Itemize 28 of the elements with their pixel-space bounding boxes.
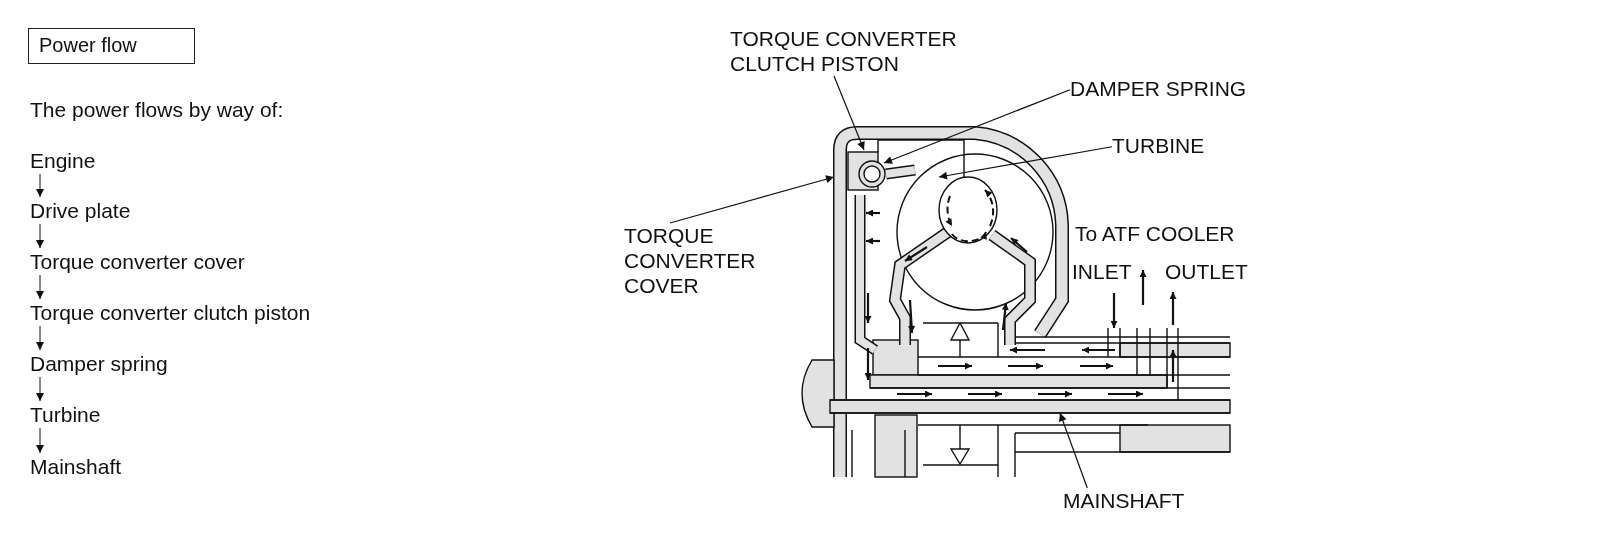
part-label: MAINSHAFT [1063,488,1185,513]
intro-text: The power flows by way of: [30,97,284,122]
flow-arrow [36,325,44,351]
part-label: TORQUE CONVERTER CLUTCH PISTON [730,26,990,76]
part-label: TORQUE CONVERTER COVER [624,223,756,298]
port-label: To ATF COOLER [1075,221,1235,246]
part-label: DAMPER SPRING [1070,76,1247,101]
flow-step: Torque converter clutch piston [30,300,311,325]
leader-line [938,146,1113,180]
title: Power flow [28,28,195,64]
flow-step: Turbine [30,402,101,427]
flow-arrow [36,427,44,454]
flow-arrow [36,274,44,300]
leader-line [669,175,835,224]
flow-step: Drive plate [30,198,131,223]
leader-line [883,89,1071,164]
leader-line [1058,412,1088,489]
flow-step: Damper spring [30,351,168,376]
port-label: OUTLET [1165,259,1248,284]
flow-step: Mainshaft [30,454,122,479]
flow-arrow [36,223,44,249]
flow-step: Engine [30,148,96,173]
flow-step: Torque converter cover [30,249,245,274]
port-label: INLET [1072,259,1132,284]
leader-line [833,75,865,151]
flow-arrow [36,173,44,198]
flow-arrow [36,376,44,402]
part-label: TURBINE [1112,133,1205,158]
